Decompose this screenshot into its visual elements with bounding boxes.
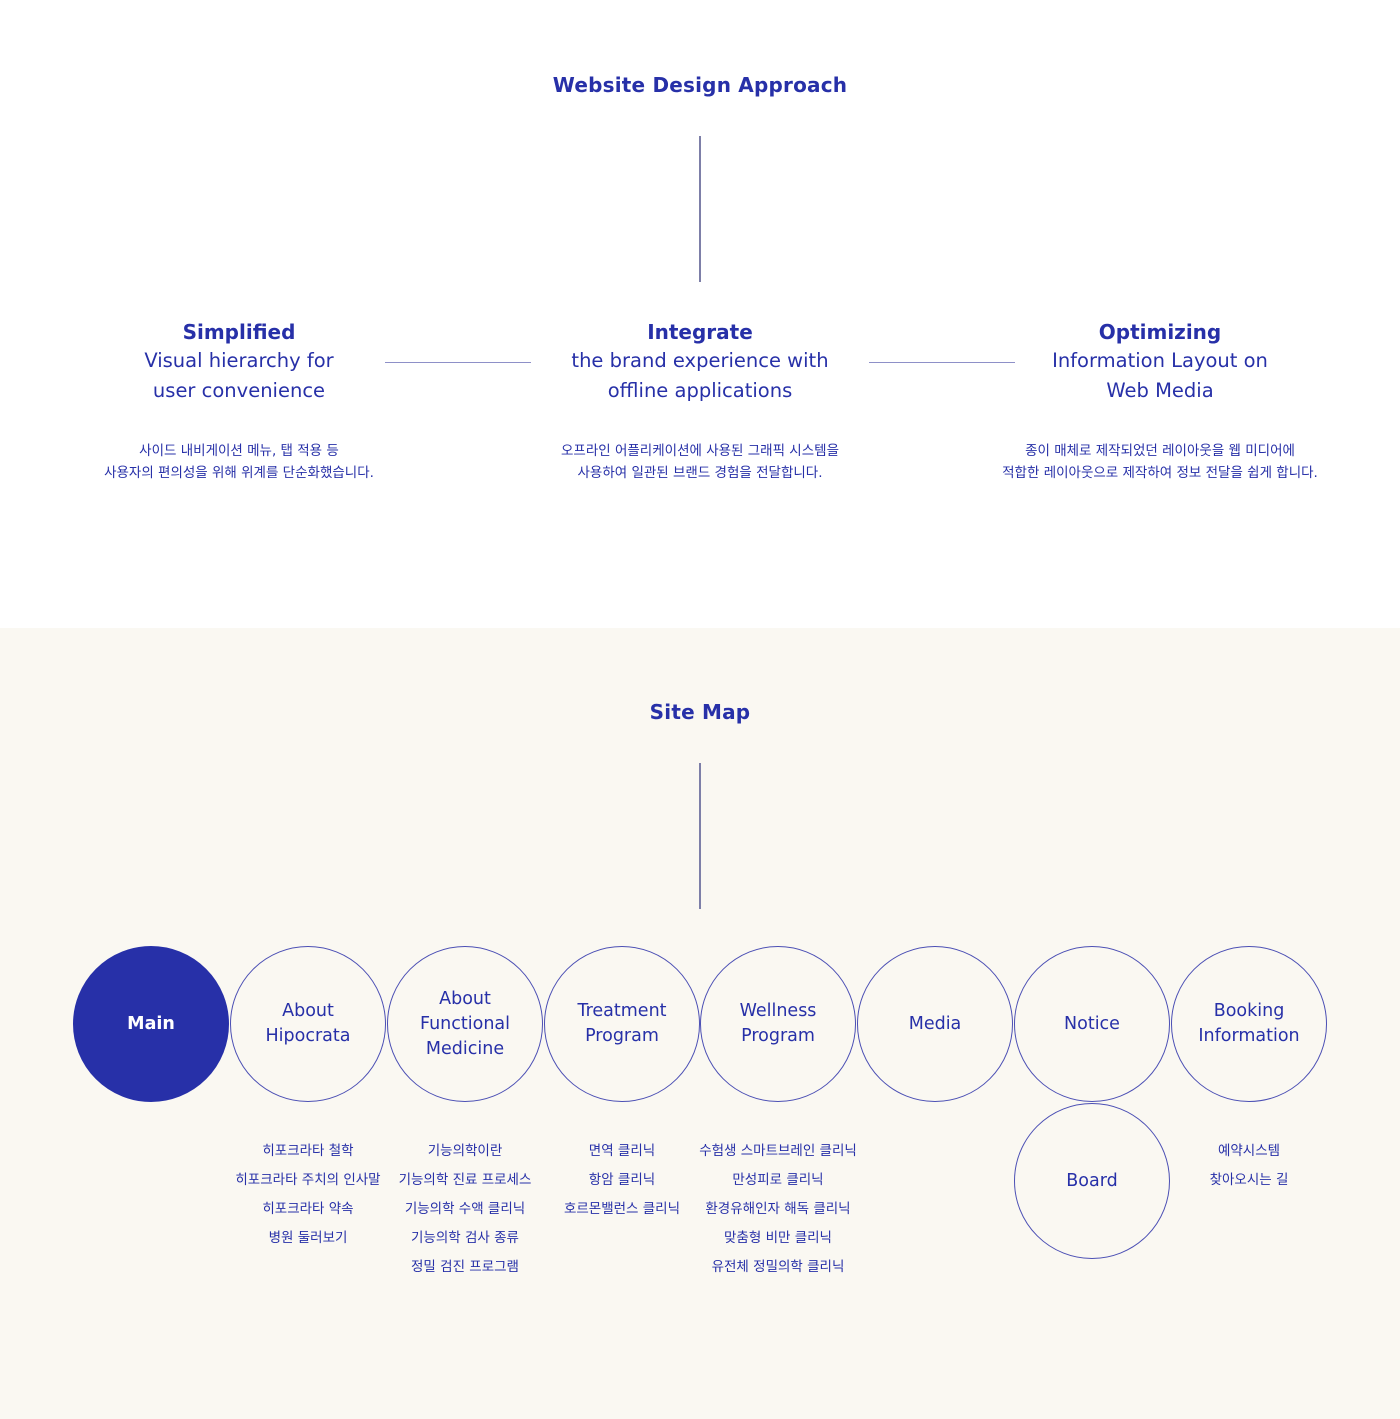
sublist-treatment-program: 면역 클리닉 항암 클리닉 호르몬밸런스 클리닉 xyxy=(537,1137,707,1224)
node-label: Board xyxy=(1066,1170,1118,1191)
sublist-booking-information: 예약시스템 찾아오시는 길 xyxy=(1164,1137,1334,1195)
sublist-about-hipocrata: 히포크라타 철학 히포크라타 주치의 인사말 히포크라타 약속 병원 둘러보기 xyxy=(223,1137,393,1253)
node-label: Media xyxy=(908,1013,962,1034)
approach-item-simplified: Simplified Visual hierarchy for user con… xyxy=(89,318,389,406)
list-item: 환경유해인자 해독 클리닉 xyxy=(705,1201,851,1217)
sitemap-node-main: Main xyxy=(73,946,229,1102)
list-item: 맞춤형 비만 클리닉 xyxy=(724,1230,832,1246)
description-line: 오프라인 어플리케이션에 사용된 그래픽 시스템을 xyxy=(561,443,839,459)
description-line: 사용자의 편의성을 위해 위계를 단순화했습니다. xyxy=(104,465,374,481)
node-label: Program xyxy=(585,1026,659,1046)
approach-connector-right xyxy=(869,362,1015,363)
list-item: 히포크라타 철학 xyxy=(262,1143,354,1159)
design-approach-section xyxy=(0,0,1400,628)
list-item: 정밀 검진 프로그램 xyxy=(411,1259,519,1275)
sublist-about-functional-medicine: 기능의학이란 기능의학 진료 프로세스 기능의학 수액 클리닉 기능의학 검사 … xyxy=(380,1137,550,1282)
list-item: 예약시스템 xyxy=(1217,1143,1281,1159)
approach-title: Integrate xyxy=(647,320,753,344)
sitemap-node-notice: Notice xyxy=(1014,946,1170,1102)
approach-subtitle: offline applications xyxy=(607,379,793,402)
sitemap-heading: Site Map xyxy=(649,700,751,724)
sitemap-node-media: Media xyxy=(857,946,1013,1102)
approach-subtitle: user convenience xyxy=(152,379,326,402)
node-label: About xyxy=(439,988,491,1009)
list-item: 찾아오시는 길 xyxy=(1209,1172,1289,1188)
approach-subtitle: Information Layout on xyxy=(1052,349,1268,372)
description-line: 종이 매체로 제작되었던 레이아웃을 웹 미디어에 xyxy=(1025,443,1295,459)
list-item: 기능의학 검사 종류 xyxy=(411,1230,519,1246)
approach-item-integrate: Integrate the brand experience with offl… xyxy=(530,318,870,406)
list-item: 병원 둘러보기 xyxy=(268,1230,348,1246)
sitemap-connector-vertical xyxy=(699,763,701,909)
approach-title: Optimizing xyxy=(1098,320,1222,344)
approach-item-optimizing: Optimizing Information Layout on Web Med… xyxy=(1010,318,1310,406)
node-label: Main xyxy=(127,1013,175,1034)
node-label: Functional xyxy=(419,1013,511,1034)
node-label: Hipocrata xyxy=(265,1026,351,1046)
approach-connector-vertical xyxy=(699,136,701,282)
list-item: 수험생 스마트브레인 클리닉 xyxy=(699,1143,857,1159)
list-item: 항암 클리닉 xyxy=(588,1172,656,1188)
approach-subtitle: the brand experience with xyxy=(571,349,829,372)
approach-title: Simplified xyxy=(182,320,296,344)
description-line: 사이드 내비게이션 메뉴, 탭 적용 등 xyxy=(139,443,339,459)
approach-description-optimizing: 종이 매체로 제작되었던 레이아웃을 웹 미디어에 적합한 레이아웃으로 제작하… xyxy=(975,440,1345,484)
description-line: 적합한 레이아웃으로 제작하여 정보 전달을 쉽게 합니다. xyxy=(1002,465,1318,481)
list-item: 히포크라타 약속 xyxy=(262,1201,354,1217)
node-label: Wellness xyxy=(739,1001,817,1021)
node-label: Notice xyxy=(1064,1013,1120,1034)
list-item: 면역 클리닉 xyxy=(588,1143,656,1159)
approach-heading: Website Design Approach xyxy=(552,73,848,97)
approach-description-simplified: 사이드 내비게이션 메뉴, 탭 적용 등 사용자의 편의성을 위해 위계를 단순… xyxy=(69,440,409,484)
node-label: Booking xyxy=(1213,1001,1285,1021)
node-label: Treatment xyxy=(577,1001,667,1021)
description-line: 사용하여 일관된 브랜드 경험을 전달합니다. xyxy=(577,465,823,481)
list-item: 기능의학 진료 프로세스 xyxy=(398,1172,532,1188)
node-label: Medicine xyxy=(425,1038,505,1059)
approach-description-integrate: 오프라인 어플리케이션에 사용된 그래픽 시스템을 사용하여 일관된 브랜드 경… xyxy=(530,440,870,484)
list-item: 히포크라타 주치의 인사말 xyxy=(235,1172,381,1188)
approach-connector-left xyxy=(385,362,531,363)
sublist-wellness-program: 수험생 스마트브레인 클리닉 만성피로 클리닉 환경유해인자 해독 클리닉 맞춤… xyxy=(683,1137,873,1282)
node-label: Information xyxy=(1198,1026,1300,1046)
list-item: 호르몬밸런스 클리닉 xyxy=(563,1201,681,1217)
node-label: Program xyxy=(741,1026,815,1046)
list-item: 만성피로 클리닉 xyxy=(732,1172,824,1188)
approach-subtitle: Web Media xyxy=(1106,379,1214,402)
approach-subtitle: Visual hierarchy for xyxy=(144,349,334,372)
node-label: About xyxy=(282,1001,334,1021)
list-item: 기능의학이란 xyxy=(427,1143,503,1159)
sitemap-node-board: Board xyxy=(1014,1103,1170,1259)
list-item: 기능의학 수액 클리닉 xyxy=(404,1201,526,1217)
list-item: 유전체 정밀의학 클리닉 xyxy=(711,1259,845,1275)
